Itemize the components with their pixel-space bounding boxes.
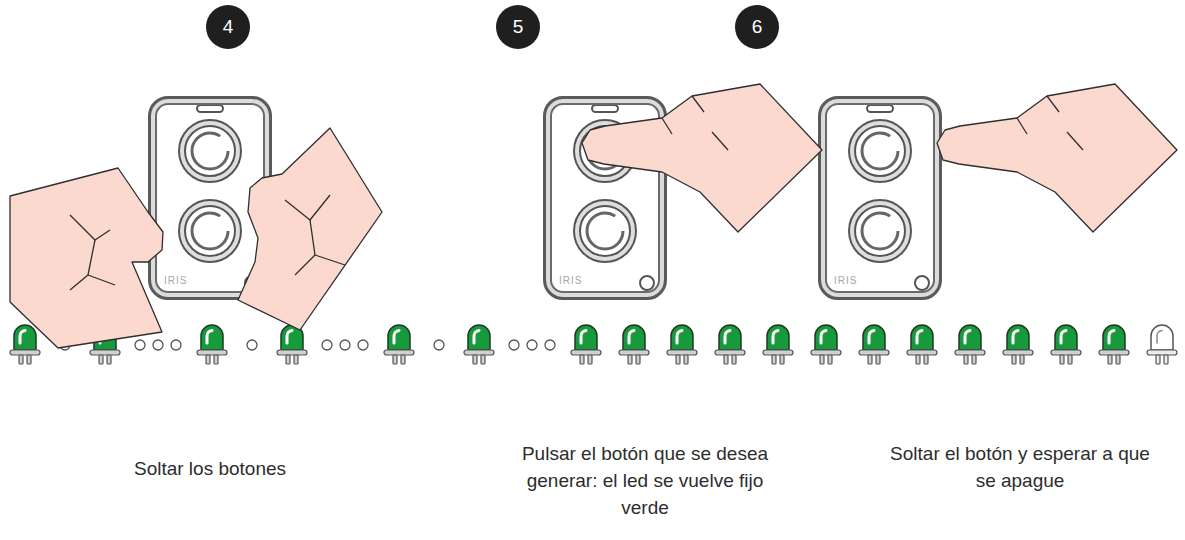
led-on bbox=[1099, 325, 1129, 364]
led-on bbox=[384, 325, 414, 364]
pause-dot bbox=[358, 340, 368, 350]
led-sequence bbox=[10, 325, 1177, 364]
led-on bbox=[571, 325, 601, 364]
brand-text: IRIS bbox=[559, 275, 582, 286]
finger-line bbox=[712, 132, 728, 150]
step-number: 6 bbox=[752, 16, 763, 38]
remote-control: IRIS bbox=[818, 96, 942, 300]
led-on bbox=[90, 325, 120, 364]
pause-dot bbox=[247, 340, 257, 350]
finger-line bbox=[1067, 132, 1083, 150]
step-caption: Soltar el botón y esperar a que se apagu… bbox=[880, 440, 1160, 494]
pause-dot bbox=[509, 340, 519, 350]
hand-crease bbox=[70, 215, 110, 240]
pause-dot bbox=[340, 340, 350, 350]
finger-line bbox=[1017, 118, 1027, 134]
hand-crease bbox=[70, 240, 95, 290]
releasing-hand bbox=[937, 84, 1177, 232]
left-hand bbox=[10, 168, 163, 348]
step-number: 5 bbox=[513, 16, 524, 38]
step-number-badge: 5 bbox=[496, 5, 540, 49]
pause-dot bbox=[135, 340, 145, 350]
led-off bbox=[1147, 325, 1177, 364]
step-caption: Pulsar el botón que se desea generar: el… bbox=[505, 440, 785, 521]
led-on bbox=[667, 325, 697, 364]
pause-dot bbox=[527, 340, 537, 350]
remote-buttons bbox=[849, 105, 929, 290]
step-caption: Soltar los botones bbox=[80, 455, 340, 482]
led-on bbox=[277, 325, 307, 364]
led-on bbox=[763, 325, 793, 364]
step-number-badge: 4 bbox=[206, 5, 250, 49]
pause-dot bbox=[545, 340, 555, 350]
led-on bbox=[859, 325, 889, 364]
hand-crease bbox=[310, 220, 345, 265]
led-on bbox=[955, 325, 985, 364]
hand-crease bbox=[285, 195, 330, 220]
brand-text: IRIS bbox=[834, 275, 857, 286]
led-on bbox=[907, 325, 937, 364]
step-number: 4 bbox=[223, 16, 234, 38]
finger-line bbox=[662, 118, 672, 134]
right-hand bbox=[238, 128, 382, 330]
pause-dot bbox=[434, 340, 444, 350]
remote-control: IRIS bbox=[148, 96, 272, 300]
remote-buttons bbox=[179, 105, 259, 290]
led-on bbox=[811, 325, 841, 364]
led-on bbox=[1003, 325, 1033, 364]
led-on bbox=[619, 325, 649, 364]
led-on bbox=[10, 325, 40, 364]
step-number-badge: 6 bbox=[735, 5, 779, 49]
hand-crease bbox=[88, 275, 115, 285]
brand-text: IRIS bbox=[164, 275, 187, 286]
led-on bbox=[715, 325, 745, 364]
pause-dot bbox=[60, 340, 70, 350]
hand-crease bbox=[295, 255, 315, 275]
pause-dot bbox=[153, 340, 163, 350]
remote-buttons bbox=[574, 105, 654, 290]
pressing-hand bbox=[582, 84, 822, 232]
led-on bbox=[1051, 325, 1081, 364]
finger-line bbox=[1047, 96, 1059, 112]
led-on bbox=[464, 325, 494, 364]
pause-dot bbox=[322, 340, 332, 350]
remote-control: IRIS bbox=[543, 96, 667, 300]
led-on bbox=[197, 325, 227, 364]
finger-line bbox=[692, 96, 704, 112]
pause-dot bbox=[171, 340, 181, 350]
